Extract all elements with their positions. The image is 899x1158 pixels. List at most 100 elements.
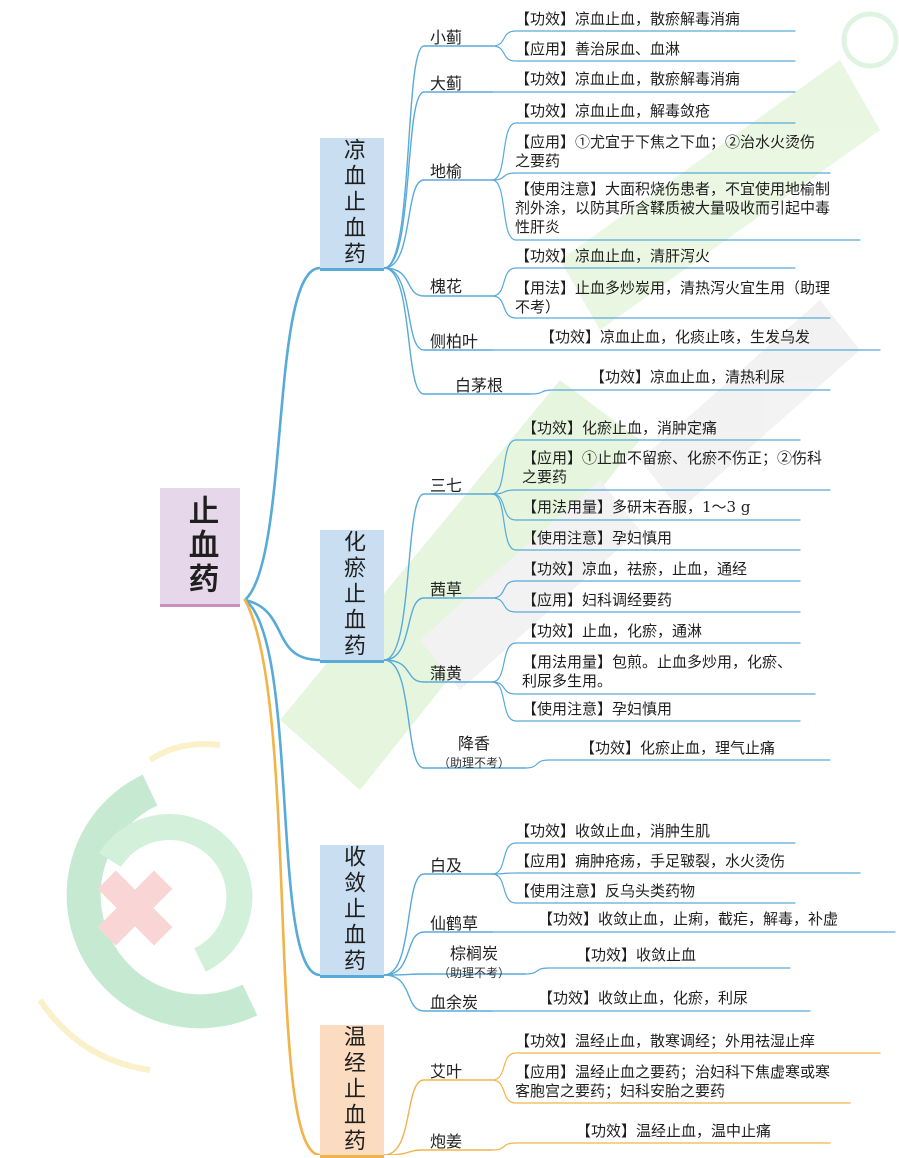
leaf-text: 【使用注意】孕妇慎用 [522,700,673,718]
leaf-text: 【功效】凉血止血，化痰止咳，生发乌发 [540,328,811,346]
herb-to-leaf-line [529,389,831,395]
leaf-text: 【应用】善治尿血、血淋 [515,40,681,58]
leaf-text: 【应用】痈肿疮疡，手足皲裂，水火烫伤 [515,852,786,870]
herb-to-leaf-line [491,1142,831,1151]
herb-node: 仙鹤草 [430,910,478,934]
herb-to-leaf-line [491,30,796,47]
herb-node: 艾叶 [430,1058,462,1082]
leaf-text: 【功效】温经止血，温中止痛 [576,1122,772,1140]
category-to-herb-line [383,179,493,269]
root-to-category-line [243,266,322,602]
leaf-text: 【应用】妇科调经要药 [522,591,673,609]
leaf-text: 【应用】温经止血之要药；治妇科下焦虚寒或寒客胞宫之要药；妇科安胎之要药 [515,1063,831,1100]
herb-node: 棕榈炭 （助理不考） [438,940,510,981]
herb-to-leaf-line [491,1052,881,1081]
category-to-herb-line [383,267,531,395]
herb-name: 炮姜 [430,1132,463,1151]
category-to-herb-line [383,659,493,683]
leaf-text: 【功效】凉血止血，清热利尿 [590,368,786,386]
herb-name: 地榆 [430,162,463,181]
herb-node: 炮姜 [430,1128,462,1152]
category-astringent: 收敛止血药 [320,845,384,978]
leaf-text: 【功效】收敛止血 [576,946,697,964]
leaf-text: 【功效】凉血止血，清肝泻火 [515,247,711,265]
category-to-herb-line [383,267,493,351]
herb-to-leaf-line [491,842,796,875]
leaf-text: 【用法】止血多炒炭用，清热泻火宜生用（助理不考） [515,279,831,316]
herb-to-leaf-line [524,967,791,975]
herb-node: 侧柏叶 [430,328,478,352]
category-to-herb-line [383,974,493,1012]
herb-to-leaf-line [491,295,831,319]
herb-note: （助理不考） [438,756,511,770]
category-to-herb-line [383,91,493,269]
herb-name: 侧柏叶 [430,332,479,351]
herb-to-leaf-line [491,45,796,62]
root-to-category-line [243,598,322,1155]
herb-to-leaf-line [491,872,861,875]
leaf-text: 【功效】收敛止血，化瘀，利尿 [538,989,749,1007]
leaf-text: 【功效】温经止血，散寒调经；外用祛湿止痒 [515,1032,816,1050]
root-to-category-line [243,598,322,662]
herb-name: 血余炭 [430,993,479,1012]
herb-node: 茜草 [430,576,462,600]
herb-node: 三七 [430,472,462,496]
leaf-text: 【功效】收敛止血，消肿生肌 [515,822,711,840]
category-to-herb-line [383,873,493,976]
herb-node: 白茅根 [455,372,503,396]
herb-node: 降香 （助理不考） [438,730,510,771]
leaf-text: 【功效】止血，化瘀，通淋 [522,622,703,640]
leaf-text: 【功效】化瘀止血，消肿定痛 [522,419,718,437]
leaf-text: 【用法用量】包煎。止血多炒用，化瘀、利尿多生用。 [522,653,793,690]
leaf-text: 【功效】凉血止血，解毒敛疮 [515,102,711,120]
herb-name: 艾叶 [430,1062,463,1081]
herb-name: 三七 [430,476,463,495]
category-to-herb-line [383,659,526,769]
herb-node: 地榆 [430,158,462,182]
root-node: 止血药 [160,488,240,607]
category-to-herb-line [383,597,493,661]
category-to-herb-line [383,931,493,976]
herb-to-leaf-line [491,873,796,904]
leaf-text: 【用法用量】多研末吞服，1～3 g [522,498,751,516]
category-to-herb-line [383,973,526,976]
herb-to-leaf-line [491,122,796,181]
herb-name: 槐花 [430,277,463,296]
herb-node: 白及 [430,852,462,876]
herb-node: 小蓟 [430,24,462,48]
herb-to-leaf-line [491,439,801,495]
category-remove-stasis: 化瘀止血药 [320,530,384,663]
herb-to-leaf-line [491,580,801,599]
herb-name: 棕榈炭 [450,944,499,963]
herb-to-leaf-line [491,267,796,297]
category-warm-meridian: 温经止血药 [320,1025,384,1158]
herb-to-leaf-line [491,597,801,613]
herb-note: （助理不考） [438,966,511,980]
herb-node: 大蓟 [430,70,462,94]
category-to-herb-line [383,493,493,661]
leaf-text: 【使用注意】孕妇慎用 [522,529,673,547]
herb-name: 小蓟 [430,28,463,47]
herb-name: 降香 [458,734,491,753]
herb-node: 槐花 [430,273,462,297]
category-to-herb-line [383,45,493,269]
root-to-category-line [243,598,322,977]
herb-to-leaf-line [491,1079,851,1104]
leaf-text: 【功效】凉血止血，散瘀解毒消痈 [515,70,741,88]
leaf-text: 【应用】①止血不留瘀、化瘀不伤正；②伤科之要药 [522,449,823,486]
herb-to-leaf-line [491,179,861,241]
leaf-text: 【使用注意】大面积烧伤患者，不宜使用地榆制剂外涂，以防其所含鞣质被大量吸收而引起… [515,180,831,236]
herb-name: 蒲黄 [430,664,463,683]
herb-name: 大蓟 [430,74,463,93]
herb-to-leaf-line [524,759,831,769]
herb-name: 仙鹤草 [430,914,479,933]
category-to-herb-line [383,267,493,297]
category-cool-blood: 凉血止血药 [320,138,384,271]
category-to-herb-line [383,1079,493,1155]
herb-to-leaf-line [491,172,831,181]
leaf-text: 【功效】凉血止血，散瘀解毒消痈 [515,10,741,28]
leaf-text: 【使用注意】反乌头类药物 [515,882,696,900]
herb-node: 血余炭 [430,989,478,1013]
